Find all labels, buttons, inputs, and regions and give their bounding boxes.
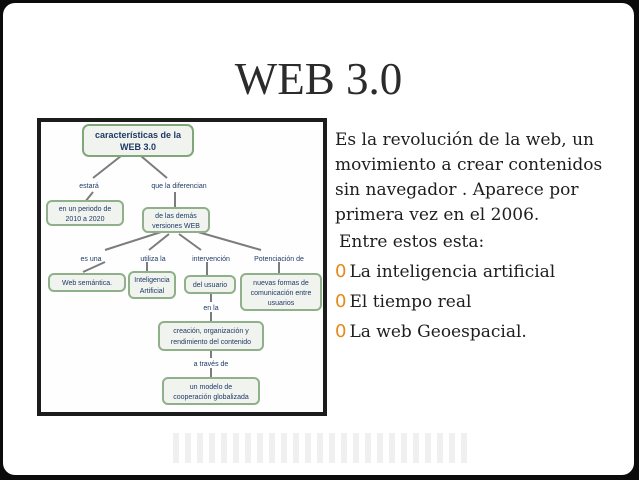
concept-map-image: características de la WEB 3.0 estará que… <box>37 118 327 416</box>
edge <box>190 229 262 251</box>
link-utiliza: utiliza la <box>140 256 165 263</box>
bullet-text: La web Geoespacial. <box>349 322 527 342</box>
edge <box>178 233 202 251</box>
node-nuevas-line1: nuevas formas de <box>253 280 309 287</box>
node-creacion-line1: creación, organización y <box>173 328 249 335</box>
bullet-icon: 0 <box>335 291 347 312</box>
node-semantica: Web semántica. <box>48 273 126 292</box>
node-modelo: un modelo de cooperación globalizada <box>162 377 260 405</box>
node-title-line2: WEB 3.0 <box>120 142 156 152</box>
link-estara: estará <box>79 183 99 190</box>
bullet-text: El tiempo real <box>349 292 472 312</box>
edge <box>148 233 170 251</box>
decorative-footer <box>173 433 473 463</box>
node-periodo-line2: 2010 a 2020 <box>66 216 105 223</box>
link-a-traves: a través de <box>194 361 229 368</box>
link-potenciacion: Potenciación de <box>254 256 304 263</box>
list-item: 0 La inteligencia artificial <box>335 257 625 287</box>
node-creacion: creación, organización y rendimiento del… <box>158 321 264 351</box>
edge <box>92 155 122 179</box>
node-title: características de la WEB 3.0 <box>82 124 194 157</box>
node-periodo-line1: en un periodo de <box>59 206 112 213</box>
bullet-icon: 0 <box>335 261 347 282</box>
node-ia-line1: Inteligencia <box>134 277 170 284</box>
node-versiones-line1: de las demás <box>155 213 197 220</box>
node-title-line1: características de la <box>95 130 182 140</box>
bullet-text: La inteligencia artificial <box>349 262 556 282</box>
node-semantica-text: Web semántica. <box>62 280 112 287</box>
body-intro: Entre estos esta: <box>339 232 485 252</box>
node-nuevas-line2: comunicación entre <box>251 290 312 297</box>
edge <box>82 261 106 273</box>
bullet-list: 0 La inteligencia artificial 0 El tiempo… <box>335 257 625 347</box>
bullet-icon: 0 <box>335 321 347 342</box>
node-modelo-line1: un modelo de <box>190 384 233 391</box>
node-periodo: en un periodo de 2010 a 2020 <box>46 200 124 226</box>
node-nuevas-line3: usuarios <box>268 300 295 307</box>
slide: WEB 3.0 características de la WE <box>3 3 634 475</box>
link-intervencion: intervención <box>192 256 230 263</box>
node-usuario: del usuario <box>184 275 236 294</box>
body-paragraph: Es la revolución de la web, un movimient… <box>335 130 603 225</box>
link-diferencian: que la diferencian <box>151 183 206 190</box>
link-en-la: en la <box>203 305 218 312</box>
concept-map-diagram: características de la WEB 3.0 estará que… <box>46 124 322 405</box>
node-modelo-line2: cooperación globalizada <box>173 394 249 401</box>
slide-title: WEB 3.0 <box>234 54 403 104</box>
node-usuario-text: del usuario <box>193 282 227 289</box>
edge <box>104 231 162 251</box>
node-versiones: de las demás versiones WEB <box>142 207 210 233</box>
link-es-una: es una <box>80 256 101 263</box>
node-ia-line2: Artificial <box>140 288 165 295</box>
edge <box>140 155 168 179</box>
node-nuevas: nuevas formas de comunicación entre usua… <box>240 273 322 311</box>
node-ia: Inteligencia Artificial <box>128 271 176 299</box>
node-versiones-line2: versiones WEB <box>152 223 200 230</box>
list-item: 0 La web Geoespacial. <box>335 317 625 347</box>
list-item: 0 El tiempo real <box>335 287 625 317</box>
node-creacion-line2: rendimiento del contenido <box>171 339 251 346</box>
slide-body: Es la revolución de la web, un movimient… <box>335 128 625 347</box>
